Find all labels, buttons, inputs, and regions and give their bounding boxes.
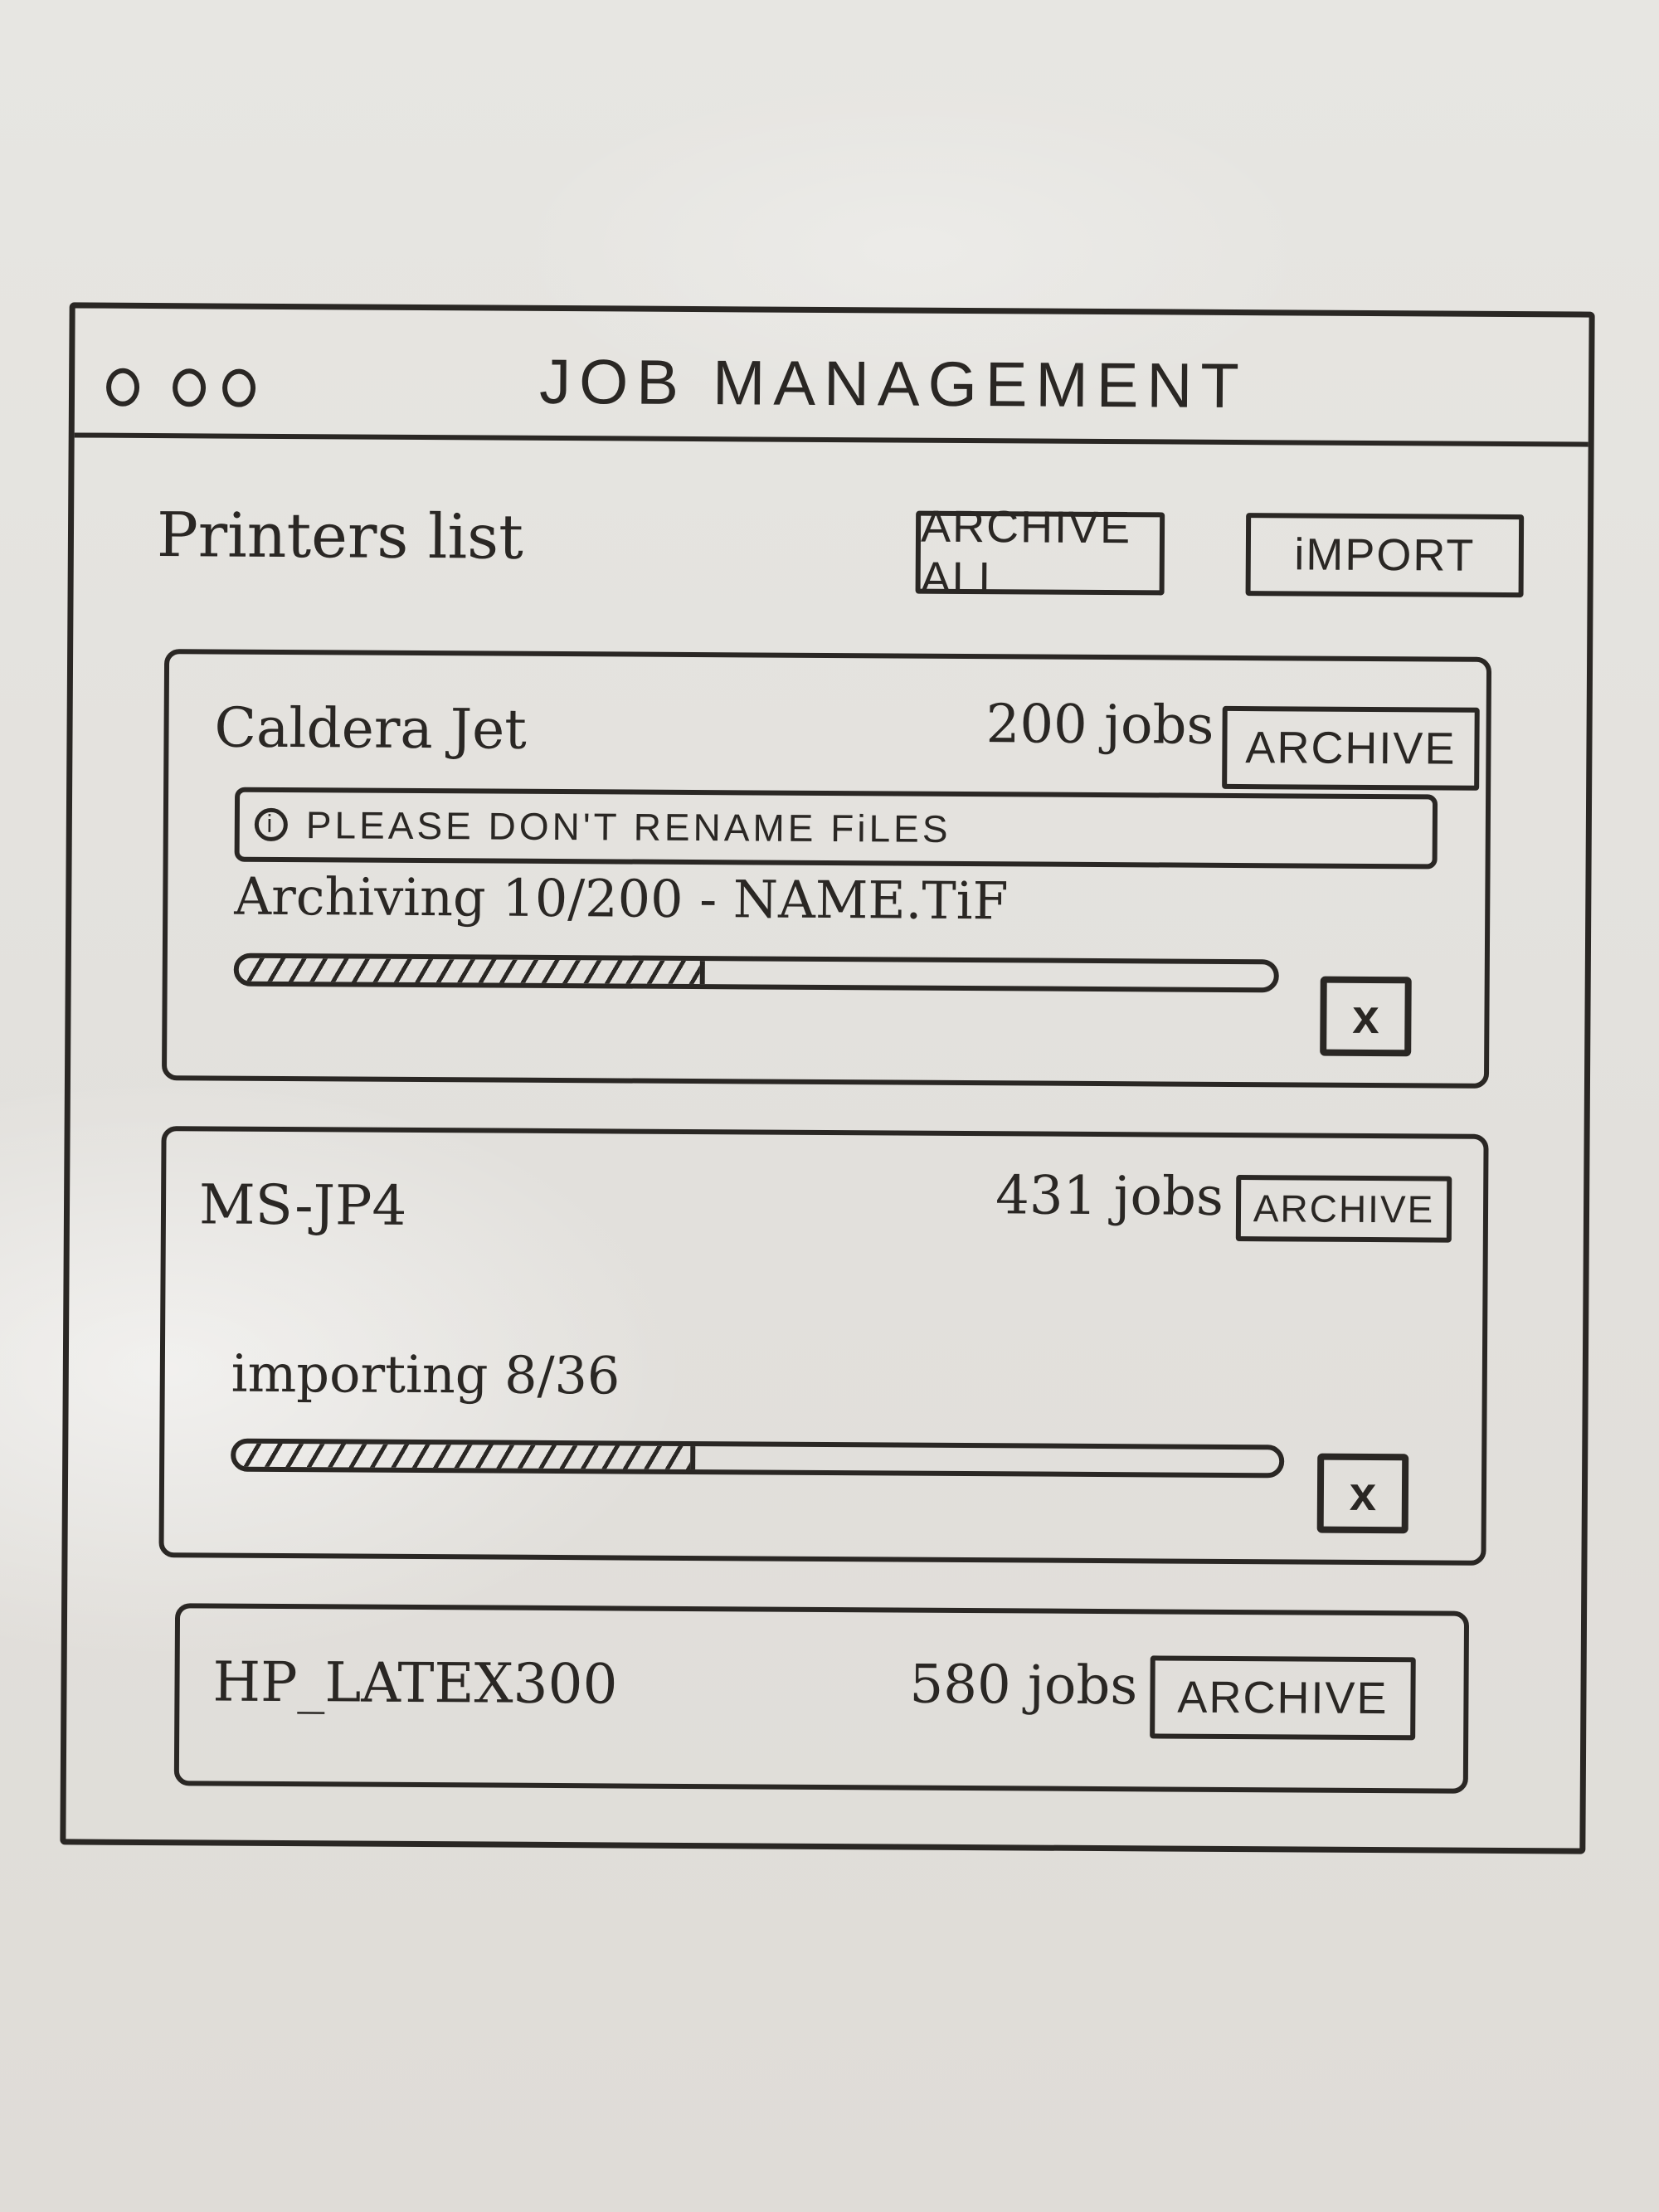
job-count: 580 jobs [909,1654,1138,1717]
archiving-status: Archiving 10/200 - NAME.TiF [234,865,1009,932]
window-title: JOB MANAGEMENT [538,346,1248,422]
page-title: Printers list [156,499,524,573]
cancel-archive-button[interactable]: x [1320,976,1412,1057]
window-close-dot[interactable] [105,368,140,407]
archive-progress-bar [233,953,1279,993]
printer-name: HP_LATEX300 [212,1649,618,1717]
job-count: 431 jobs [995,1165,1224,1228]
archive-button[interactable]: ARCHIVE [1235,1175,1452,1243]
job-management-window: JOB MANAGEMENT Printers list ARCHIVE ALL… [60,302,1595,1854]
importing-status: importing 8/36 [231,1342,620,1406]
printer-name: Caldera Jet [214,695,527,762]
info-icon: i [254,807,288,842]
archive-all-button[interactable]: ARCHIVE ALL [915,502,1165,603]
close-icon: x [1352,989,1379,1044]
import-button[interactable]: iMPORT [1245,513,1525,598]
import-progress-bar [231,1438,1285,1479]
close-icon: x [1349,1466,1377,1521]
archive-button[interactable]: ARCHIVE [1222,705,1480,791]
notice-text: PLEASE DON'T RENAME FiLES [305,803,951,850]
printer-card-hp-latex300: HP_LATEX300 580 jobs ARCHIVE [173,1603,1470,1794]
job-count: 200 jobs [985,694,1214,757]
window-maximize-dot[interactable] [221,368,256,407]
progress-fill [238,957,705,985]
printer-card-caldera-jet: Caldera Jet 200 jobs ARCHIVE i PLEASE DO… [161,649,1492,1089]
warning-notice: i PLEASE DON'T RENAME FiLES [234,787,1438,870]
window-titlebar: JOB MANAGEMENT [74,308,1589,447]
window-minimize-dot[interactable] [172,368,207,407]
printer-card-ms-jp4: MS-JP4 431 jobs ARCHIVE importing 8/36 x [158,1126,1489,1566]
cancel-import-button[interactable]: x [1316,1453,1409,1534]
archive-button[interactable]: ARCHIVE [1150,1655,1416,1741]
printer-name: MS-JP4 [198,1172,407,1238]
progress-fill [236,1443,695,1470]
